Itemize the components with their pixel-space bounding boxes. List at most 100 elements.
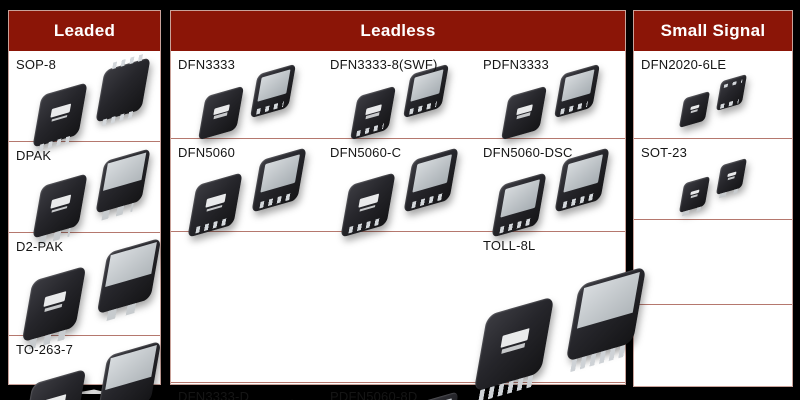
chip-marking	[213, 103, 230, 115]
cell-dfn5060-dsc: DFN5060-DSC	[476, 139, 625, 238]
chip-back-view	[565, 266, 647, 373]
chip-exposed-pad	[500, 178, 540, 217]
package-label-sop-8: SOP-8	[16, 57, 57, 72]
chip-pads	[409, 101, 437, 115]
package-label-dfn3333-8-swf: DFN3333-8(SWF)	[330, 57, 438, 72]
package-label-dfn5060-c: DFN5060-C	[330, 145, 402, 160]
leaded-row-d2-pak: D2-PAK	[9, 232, 162, 351]
cropped-watermark-fragment	[36, 388, 136, 394]
leadless-row-4: DFN3333-D PDFN5060-8D	[171, 382, 625, 400]
chip-back-view	[96, 237, 162, 321]
leaded-row-to-263-7: TO-263-7	[9, 335, 162, 400]
chip-front-view	[501, 85, 548, 141]
chip-marking	[690, 188, 700, 196]
chip-front-view	[197, 85, 244, 141]
chip-pads	[723, 79, 742, 88]
chip-exposed-pad	[561, 69, 594, 102]
dpak-package-photo	[32, 147, 151, 245]
chip-back-view	[715, 73, 747, 111]
chip-back-view	[403, 146, 459, 213]
cell-dfn3333-8-swf: DFN3333-8(SWF)	[323, 51, 476, 141]
chip-back-view	[250, 63, 297, 119]
chip-back-view	[553, 63, 600, 119]
chip-metal-tab	[105, 345, 157, 391]
chip-marking	[50, 103, 71, 118]
small-signal-row-dfn2020-6le: DFN2020-6LE	[634, 51, 792, 138]
chip-back-view	[715, 158, 747, 200]
panel-leadless: Leadless DFN3333 DFN3333-8(SWF)	[170, 10, 647, 400]
package-label-toll-8l: TOLL-8L	[483, 238, 536, 253]
empty-cell	[323, 232, 476, 382]
chip-front-view	[491, 171, 547, 238]
chip-front-view	[340, 171, 396, 238]
chip-legs	[106, 302, 139, 321]
chip-pads	[356, 123, 384, 137]
chip-front-view	[21, 368, 87, 400]
chip-pad	[727, 171, 737, 179]
cell-pdfn3333: PDFN3333	[476, 51, 625, 141]
chip-front-view	[32, 81, 88, 151]
cell-dfn5060: DFN5060	[171, 139, 323, 238]
package-label-sot-23: SOT-23	[641, 145, 687, 160]
package-label-dpak: DPAK	[16, 148, 52, 163]
chip-metal-tab	[105, 242, 157, 288]
chip-back-view	[96, 340, 162, 400]
chip-front-view	[350, 85, 397, 141]
chip-pins	[101, 110, 135, 126]
chip-back-view	[95, 147, 151, 220]
chip-exposed-pad	[412, 153, 452, 192]
chip-marking	[50, 194, 71, 209]
package-label-pdfn5060-8d: PDFN5060-8D	[330, 389, 418, 400]
leaded-header-title: Leaded	[53, 21, 116, 40]
package-label-pdfn3333: PDFN3333	[483, 57, 549, 72]
chip-marking	[500, 327, 530, 348]
chip-legs	[569, 344, 628, 373]
chip-marking	[690, 104, 700, 111]
chip-marking	[365, 103, 383, 115]
leadless-header: Leadless	[171, 11, 625, 51]
cell-dfn3333: DFN3333	[171, 51, 323, 141]
toll-8l-package-photo	[473, 266, 647, 400]
chip-pads	[256, 101, 284, 115]
chip-legs	[101, 202, 135, 220]
cell-dfn5060-c: DFN5060-C	[323, 139, 476, 238]
small-signal-header-title: Small Signal	[660, 21, 766, 40]
chip-metal-tab	[576, 272, 640, 329]
small-signal-row-sot-23: SOT-23	[634, 138, 792, 219]
chip-back-view	[95, 53, 151, 126]
leaded-row-dpak: DPAK	[9, 141, 160, 245]
chip-marking	[516, 103, 534, 115]
chip-pads	[720, 99, 739, 109]
dfn5060-package-photo	[187, 146, 307, 238]
d2-pak-package-photo	[21, 237, 162, 351]
chip-back-view	[250, 146, 307, 213]
chip-exposed-pad	[410, 69, 443, 102]
chip-exposed-pad	[257, 69, 291, 102]
chip-marking	[43, 394, 67, 400]
package-label-d2-pak: D2-PAK	[16, 239, 64, 254]
leadless-header-title: Leadless	[360, 21, 436, 40]
chip-front-view	[679, 91, 711, 129]
chip-front-view	[679, 175, 711, 217]
dfn5060-c-package-photo	[340, 146, 459, 238]
chip-pads	[562, 192, 595, 208]
chip-front-view	[21, 265, 87, 351]
panel-small-signal: Small Signal DFN2020-6LE SOT-23	[633, 10, 793, 387]
package-label-dfn3333: DFN3333	[178, 57, 236, 72]
leaded-row-sop-8: SOP-8	[9, 51, 160, 151]
chip-front-view	[187, 171, 244, 238]
chip-exposed-pad	[260, 153, 300, 192]
small-signal-empty-row-1	[634, 219, 792, 304]
small-signal-empty-row-2	[634, 304, 792, 386]
dfn3333-package-photo	[197, 63, 297, 141]
package-label-dfn2020-6le: DFN2020-6LE	[641, 57, 727, 72]
chip-marking	[43, 291, 67, 308]
package-label-dfn3333-d: DFN3333-D	[178, 389, 250, 400]
chip-front-view	[473, 295, 555, 400]
chip-front-view	[32, 172, 88, 245]
package-label-dfn5060: DFN5060	[178, 145, 236, 160]
dfn2020-6le-package-photo	[679, 73, 747, 129]
chip-legs	[718, 189, 738, 200]
pdfn3333-package-photo	[501, 63, 600, 141]
chip-metal-tab	[103, 152, 147, 191]
